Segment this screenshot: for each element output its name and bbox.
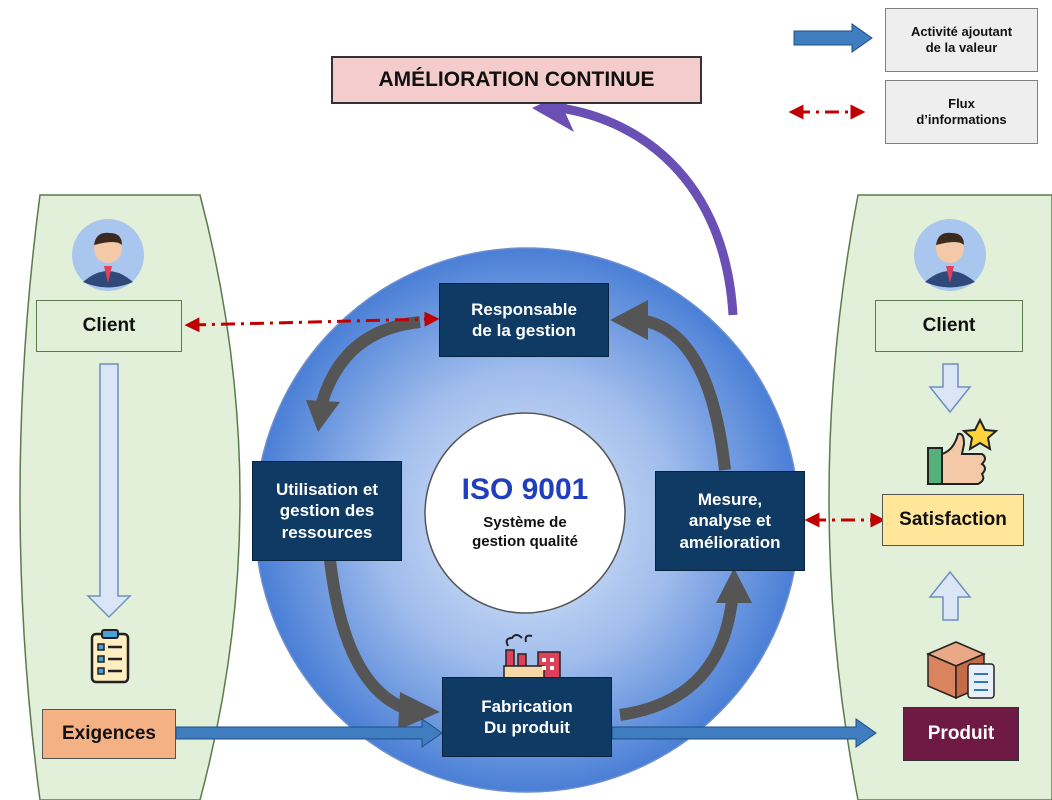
- legend-info-flow-label: Flux d’informations: [885, 80, 1038, 144]
- left-client-box: Client: [36, 300, 182, 352]
- right-client-box: Client: [875, 300, 1023, 352]
- value-flow-arrows: [175, 718, 877, 748]
- outline-arrows: [86, 363, 972, 621]
- factory-icon: [503, 634, 561, 681]
- process-cycle-arrows: [314, 314, 739, 721]
- measurement-process-box: Mesure, analyse et amélioration: [655, 471, 805, 571]
- production-process-box: Fabrication Du produit: [442, 677, 612, 757]
- product-box: Produit: [903, 707, 1019, 761]
- qms-subtitle: Système de gestion qualité: [472, 514, 578, 550]
- resources-process-box: Utilisation et gestion des ressources: [252, 461, 402, 561]
- process-cycle-heads: [306, 300, 752, 730]
- requirements-box: Exigences: [42, 709, 176, 759]
- thumbs-up-star-icon: [927, 417, 999, 485]
- continuous-improvement-box: AMÉLIORATION CONTINUE: [331, 56, 702, 104]
- legend-value-arrow: [793, 23, 873, 53]
- satisfaction-box: Satisfaction: [882, 494, 1024, 546]
- continuous-improvement-arrow: [559, 103, 738, 316]
- client-avatar-icon: [72, 219, 144, 291]
- checklist-icon: [90, 629, 130, 684]
- iso-standard-title: ISO 9001: [461, 473, 589, 507]
- product-box-icon: [926, 641, 995, 700]
- management-process-box: Responsable de la gestion: [439, 283, 609, 357]
- client-avatar-icon: [914, 219, 986, 291]
- information-flow-arrows: [184, 311, 886, 528]
- legend-value-activity-label: Activité ajoutant de la valeur: [885, 8, 1038, 72]
- center-disc: [424, 412, 626, 614]
